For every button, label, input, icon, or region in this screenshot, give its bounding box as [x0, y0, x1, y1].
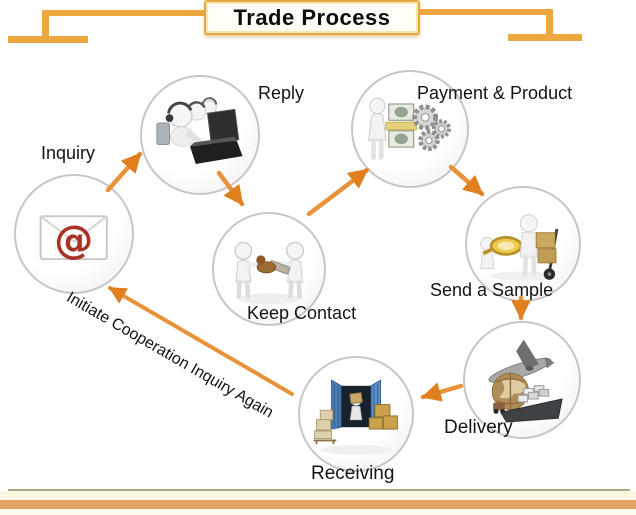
money-and-gears-icon — [368, 97, 452, 161]
page-title: Trade Process — [233, 4, 391, 30]
container-unloading-boxes-icon — [313, 379, 398, 455]
bottom-cream-band — [0, 491, 636, 500]
bottom-divider-line — [8, 489, 630, 491]
plane-globe-cargo-ship-icon — [488, 339, 563, 423]
magnifier-handtruck-boxes-icon — [480, 214, 559, 281]
gold-line-right-horizontal — [414, 9, 552, 15]
customer-support-team-icon — [156, 97, 243, 165]
gold-bar-left — [8, 36, 88, 43]
node-label-payment-product: Payment & Product — [417, 83, 573, 103]
node-delivery — [463, 321, 581, 439]
arrow-keep-contact-to-payment — [306, 167, 370, 217]
node-label-send-sample: Send a Sample — [430, 280, 554, 300]
figures-exchange-goods-icon — [234, 241, 304, 305]
node-label-keep-contact: Keep Contact — [247, 303, 357, 323]
node-label-reply: Reply — [258, 83, 305, 103]
bottom-cream-band-lower — [0, 509, 636, 515]
svg-text:@: @ — [55, 218, 94, 263]
node-label-delivery: Delivery — [444, 417, 513, 438]
node-label-receiving: Receiving — [311, 463, 395, 484]
node-inquiry: @ — [14, 174, 134, 294]
title-box: Trade Process — [204, 0, 420, 35]
gold-line-left-horizontal — [45, 10, 207, 16]
node-label-inquiry: Inquiry — [41, 143, 96, 163]
arrow-delivery-to-receiving — [420, 382, 464, 402]
node-reply — [140, 75, 260, 195]
email-envelope-at-icon: @ — [39, 215, 109, 263]
node-send-sample — [465, 186, 581, 302]
gold-line-right-vertical — [546, 9, 553, 37]
node-receiving — [298, 356, 414, 472]
bottom-orange-bar — [0, 500, 636, 509]
gold-bar-right — [508, 34, 582, 41]
gold-line-left-vertical — [42, 10, 49, 39]
